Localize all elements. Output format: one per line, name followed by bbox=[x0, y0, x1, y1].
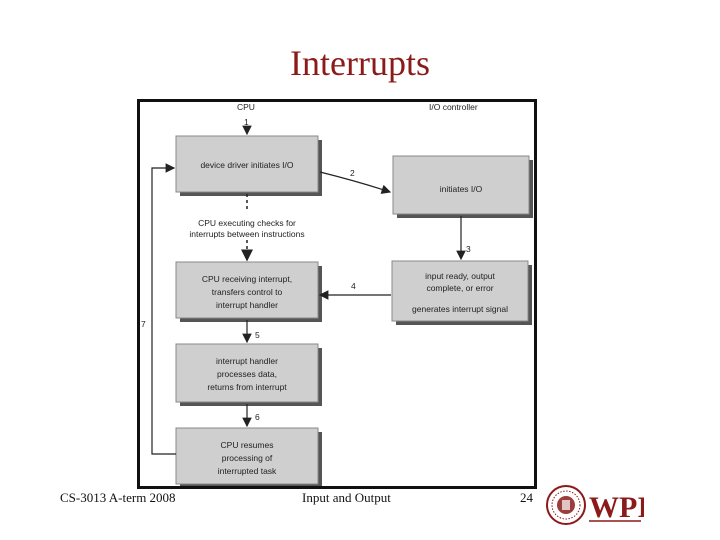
slide-title: Interrupts bbox=[290, 43, 430, 83]
input-ready-text-2: complete, or error bbox=[426, 283, 493, 293]
step-number-6: 6 bbox=[255, 412, 260, 422]
wpi-seal-icon bbox=[546, 485, 586, 525]
interrupt-handler-box: interrupt handler processes data, return… bbox=[175, 343, 322, 406]
footer-course: CS-3013 A-term 2008 bbox=[60, 490, 176, 505]
wpi-logo: WPI bbox=[546, 485, 644, 525]
initiates-io-box: initiates I/O bbox=[392, 155, 533, 218]
wpi-logo-text: WPI bbox=[589, 491, 644, 524]
step-number-4: 4 bbox=[351, 281, 356, 291]
arrow-step-7-loop bbox=[151, 163, 176, 455]
input-ready-box: input ready, output complete, or error g… bbox=[391, 260, 532, 325]
handler-text-1: interrupt handler bbox=[216, 356, 278, 366]
cpu-resumes-box: CPU resumes processing of interrupted ta… bbox=[175, 427, 322, 486]
generates-signal-text: generates interrupt signal bbox=[412, 304, 508, 314]
initiates-io-text: initiates I/O bbox=[440, 184, 483, 194]
resumes-text-3: interrupted task bbox=[218, 466, 277, 476]
cpu-receiving-text-1: CPU receiving interrupt, bbox=[202, 274, 292, 284]
checks-text-line-2: interrupts between instructions bbox=[189, 229, 304, 239]
step-number-7: 7 bbox=[141, 319, 146, 329]
input-ready-text-1: input ready, output bbox=[425, 271, 495, 281]
page-number: 24 bbox=[520, 490, 533, 505]
step-number-5: 5 bbox=[255, 330, 260, 340]
device-driver-text: device driver initiates I/O bbox=[200, 160, 293, 170]
device-driver-box: device driver initiates I/O bbox=[175, 135, 322, 196]
handler-text-2: processes data, bbox=[217, 369, 277, 379]
handler-text-3: returns from interrupt bbox=[207, 382, 287, 392]
interrupt-diagram: CPU I/O controller device driver initiat… bbox=[137, 99, 537, 489]
arrow-step-2 bbox=[319, 171, 392, 194]
cpu-receiving-text-3: interrupt handler bbox=[216, 300, 278, 310]
resumes-text-2: processing of bbox=[222, 453, 273, 463]
checks-text-line-1: CPU executing checks for bbox=[198, 218, 296, 228]
interrupt-diagram-svg: CPU I/O controller device driver initiat… bbox=[141, 102, 533, 486]
cpu-receiving-box: CPU receiving interrupt, transfers contr… bbox=[175, 261, 322, 322]
io-controller-column-label: I/O controller bbox=[429, 102, 478, 112]
footer-topic: Input and Output bbox=[302, 490, 391, 505]
cpu-column-label: CPU bbox=[237, 102, 255, 112]
resumes-text-1: CPU resumes bbox=[221, 440, 274, 450]
step-number-2: 2 bbox=[350, 168, 355, 178]
step-number-1: 1 bbox=[244, 117, 249, 127]
cpu-receiving-text-2: transfers control to bbox=[212, 287, 283, 297]
step-number-3: 3 bbox=[466, 244, 471, 254]
